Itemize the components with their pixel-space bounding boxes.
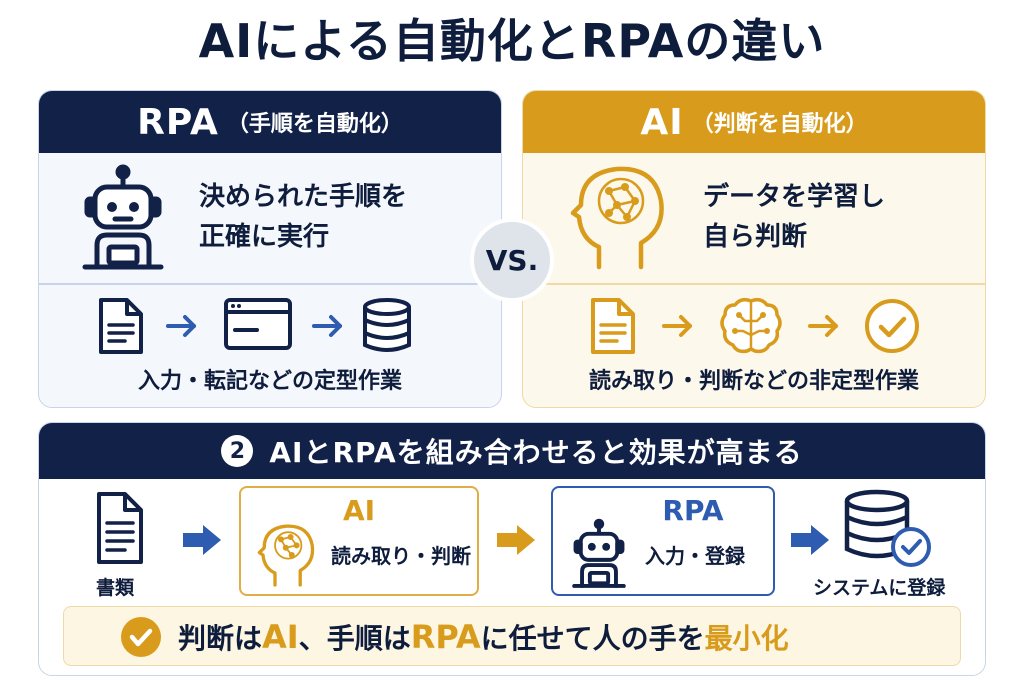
summary-highlight: 最小化 <box>704 622 789 655</box>
combination-title: AIとRPAを組み合わせると効果が高まる <box>269 436 803 469</box>
ai-panel: AI （判断を自動化） データを学習し 自ら判断 <box>522 90 986 408</box>
combination-section: 2 AIとRPAを組み合わせると効果が高まる 書類 AI <box>38 422 986 676</box>
robot-icon <box>572 518 626 588</box>
rpa-desc-line2: 正確に実行 <box>199 222 330 252</box>
summary-bar: 判断はAI、手順はRPAに任せて人の手を最小化 <box>63 606 961 666</box>
database-icon <box>363 298 411 352</box>
brain-icon <box>720 297 782 354</box>
arrow-right-icon <box>808 315 838 337</box>
ai-panel-name: AI <box>640 101 684 143</box>
vs-badge: VS. <box>470 218 554 302</box>
summary-ai: AI <box>262 618 299 656</box>
rpa-panel-header: RPA （手順を自動化） <box>39 91 501 153</box>
summary-text: 判断はAI、手順はRPAに任せて人の手を最小化 <box>178 607 789 667</box>
arrow-right-icon <box>166 315 196 337</box>
page-title: AIによる自動化とRPAの違い <box>198 14 826 68</box>
ai-divider <box>523 283 985 285</box>
document-icon <box>99 298 143 354</box>
ai-step-label: 読み取り・判断 <box>331 544 471 568</box>
rpa-step-label: 入力・登録 <box>645 544 745 568</box>
ai-desc-line1: データを学習し <box>703 182 886 212</box>
document-icon <box>97 492 143 564</box>
check-circle-icon <box>121 617 161 657</box>
rpa-step-box: RPA 入力・登録 <box>551 486 775 596</box>
rpa-panel-footer: 入力・転記などの定型作業 <box>137 369 402 394</box>
summary-rpa: RPA <box>410 618 481 656</box>
system-label: システムに登録 <box>813 577 946 599</box>
rpa-panel-subtitle: （手順を自動化） <box>226 112 403 137</box>
summary-part2: 、手順は <box>298 622 411 655</box>
ai-desc-line2: 自ら判断 <box>703 222 808 252</box>
rpa-desc-line1: 決められた手順を <box>199 182 408 212</box>
arrow-right-icon <box>312 315 342 337</box>
arrow-right-icon <box>497 525 535 555</box>
rpa-panel: RPA （手順を自動化） 決められた手順を 正確に実行 <box>38 90 502 408</box>
step-number-badge: 2 <box>221 435 254 467</box>
ai-panel-subtitle: （判断を自動化） <box>691 112 868 137</box>
browser-window-icon <box>224 298 292 350</box>
arrow-right-icon <box>791 525 829 555</box>
ai-panel-header: AI （判断を自動化） <box>523 91 985 153</box>
ai-panel-footer: 読み取り・判断などの非定型作業 <box>588 369 919 394</box>
ai-step-box: AI 読み取り・判断 <box>239 486 479 596</box>
combination-header: 2 AIとRPAを組み合わせると効果が高まる <box>39 423 985 479</box>
summary-part1: 判断は <box>178 622 263 655</box>
ai-head-icon <box>570 166 664 270</box>
database-check-icon <box>844 489 931 567</box>
rpa-panel-name: RPA <box>137 101 219 143</box>
rpa-divider <box>39 283 501 285</box>
arrow-right-icon <box>662 315 692 337</box>
check-circle-icon <box>865 299 919 353</box>
arrow-right-icon <box>183 525 221 555</box>
document-icon <box>591 298 635 354</box>
ai-head-icon <box>257 524 315 587</box>
rpa-step-title: RPA <box>662 494 724 527</box>
summary-part3: に任せて人の手を <box>480 622 705 655</box>
robot-icon <box>82 164 164 270</box>
document-label: 書類 <box>96 577 135 599</box>
ai-step-title: AI <box>342 494 376 527</box>
